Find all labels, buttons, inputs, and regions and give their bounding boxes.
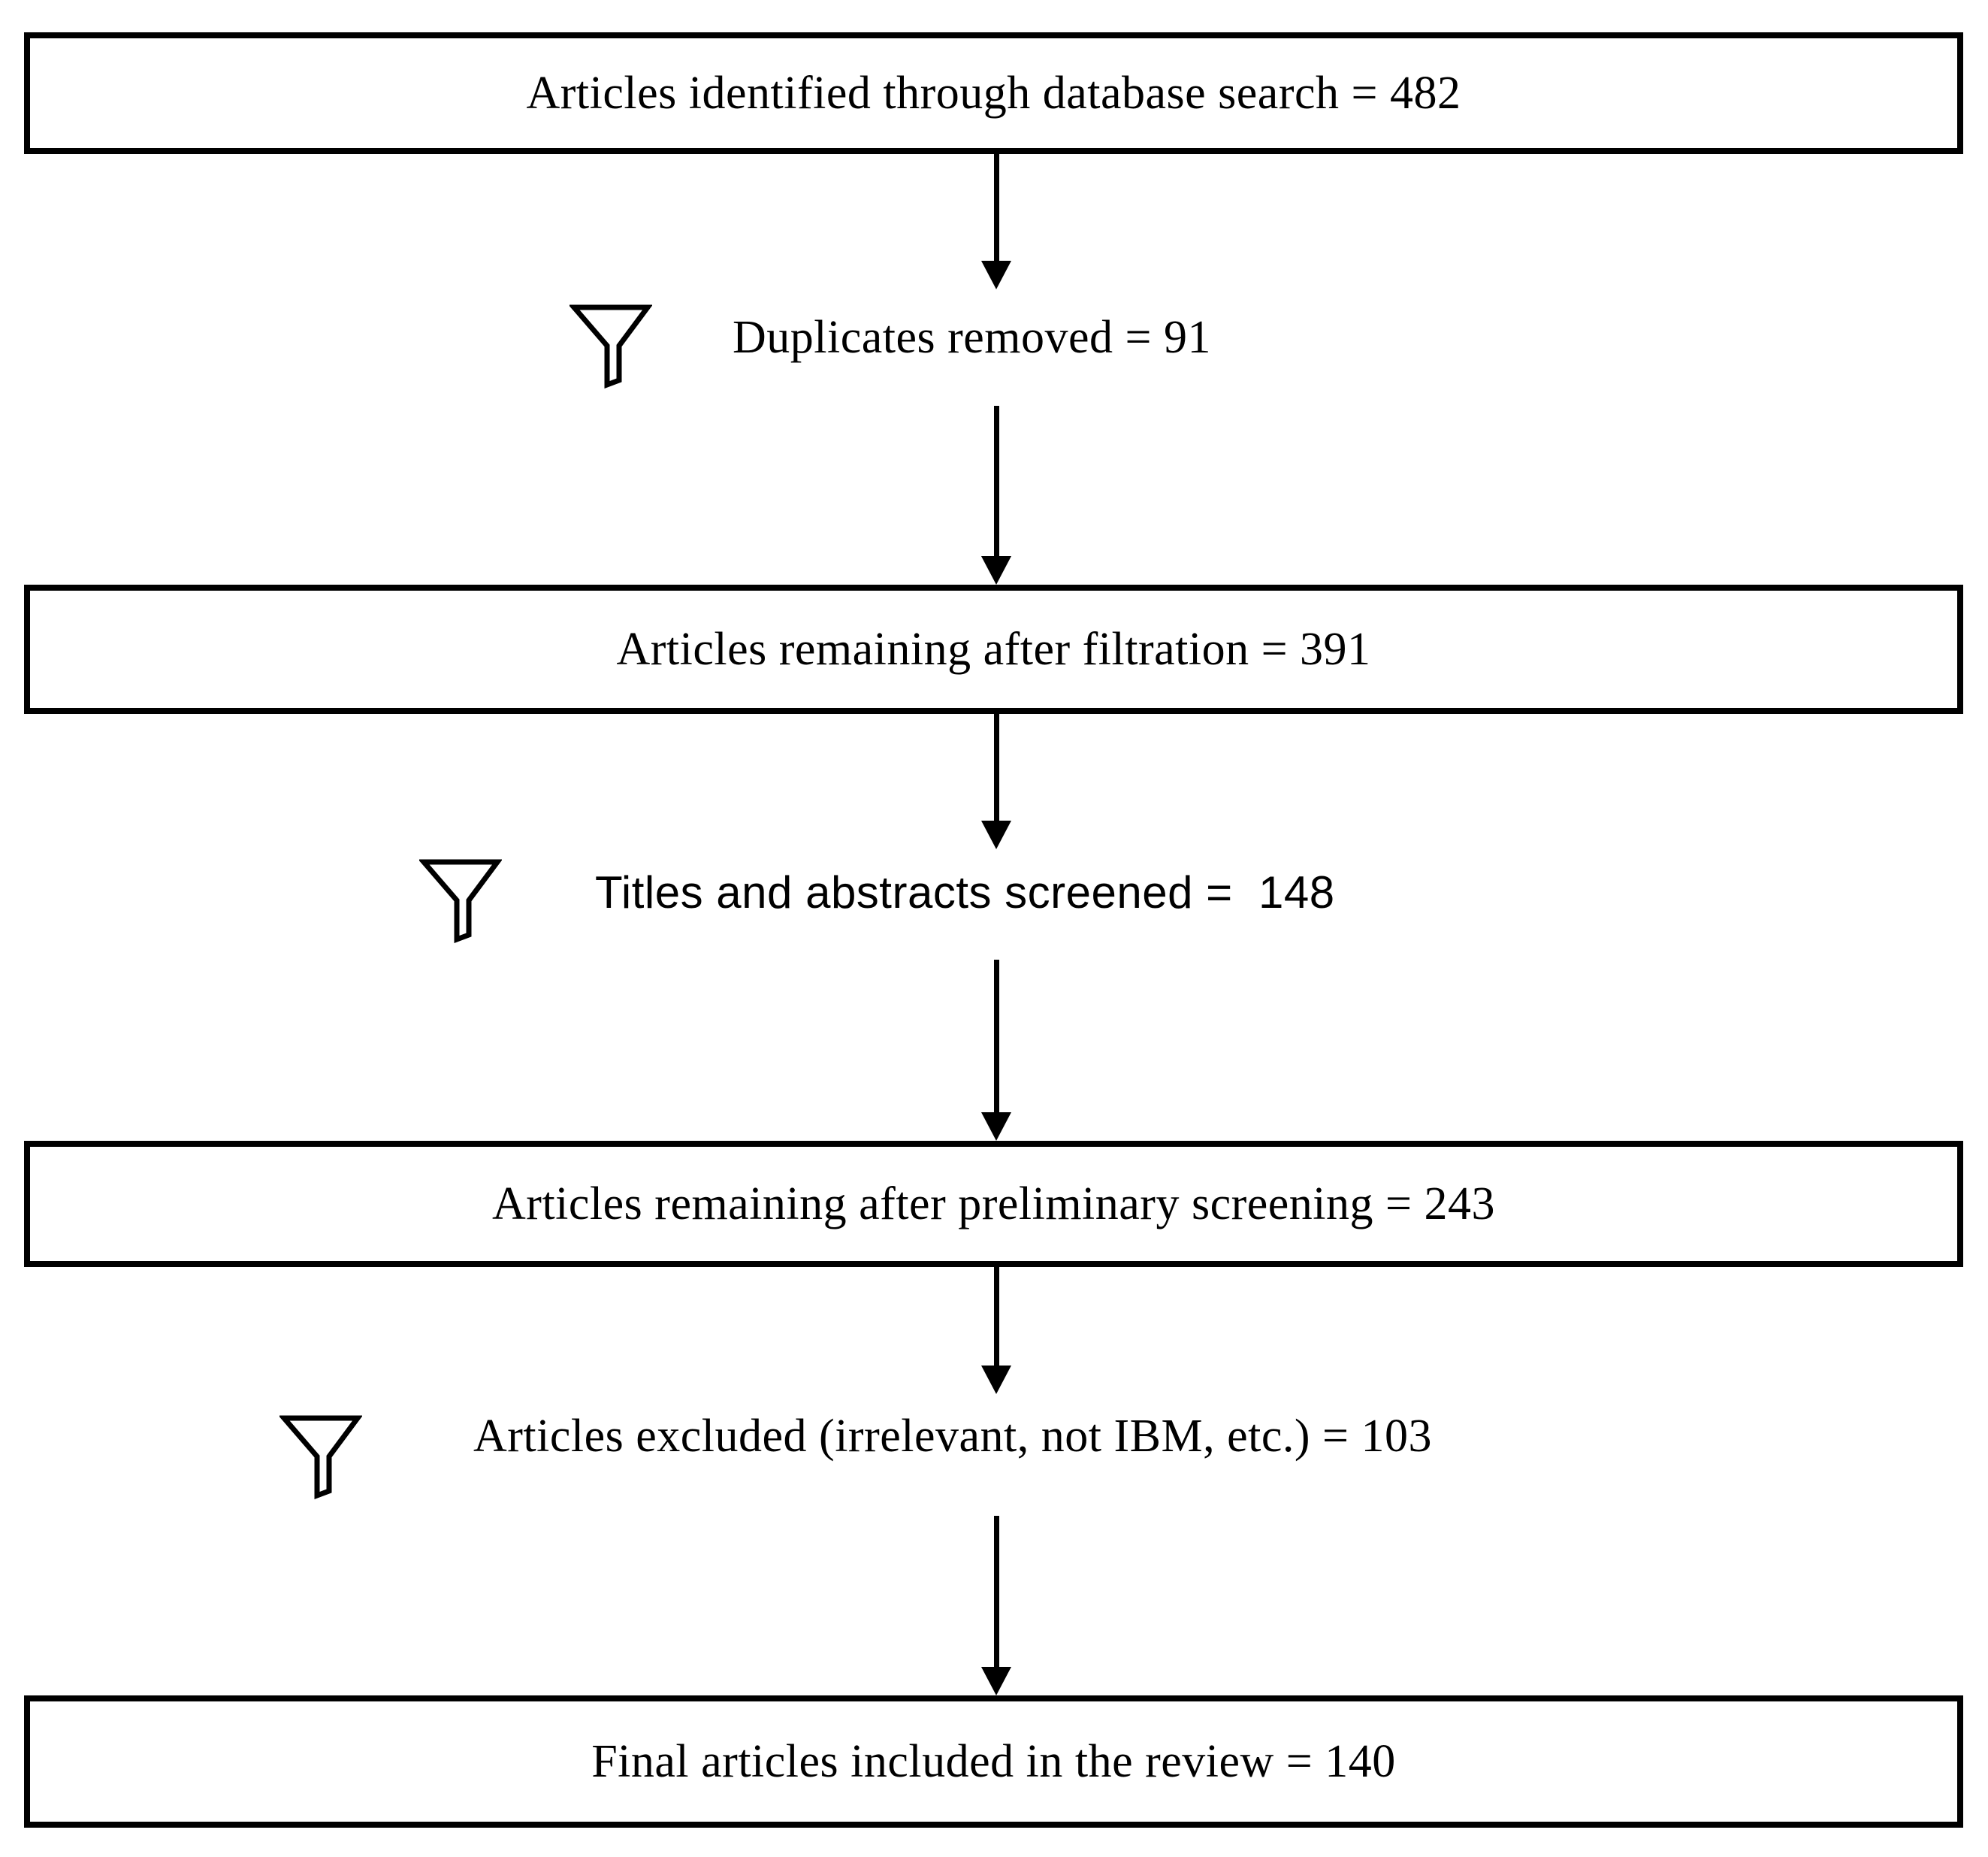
arrow-head-icon (981, 1667, 1011, 1695)
funnel-icon (279, 1415, 362, 1500)
filter-step-label: Titles and abstracts screened = 148 (595, 867, 1335, 918)
flow-box-identified: Articles identified through database sea… (24, 32, 1963, 154)
arrow-head-icon (981, 1112, 1011, 1141)
flow-box-identified-label: Articles identified through database sea… (526, 68, 1461, 119)
flow-box-after-preliminary-screening: Articles remaining after preliminary scr… (24, 1141, 1963, 1267)
flow-arrow-4 (981, 960, 1011, 1141)
funnel-icon (570, 304, 652, 389)
arrow-shaft (993, 1267, 999, 1368)
arrow-shaft (993, 154, 999, 263)
arrow-shaft (993, 1516, 999, 1669)
filter-step-label: Duplicates removed = 91 (733, 312, 1212, 363)
arrow-shaft (993, 406, 999, 558)
flow-box-after-filtration-label: Articles remaining after filtration = 39… (616, 624, 1371, 675)
arrow-head-icon (981, 261, 1011, 289)
filter-step-label: Articles excluded (irrelevant, not IBM, … (473, 1411, 1432, 1462)
flow-arrow-2 (981, 406, 1011, 585)
flow-arrow-1 (981, 154, 1011, 289)
flow-arrow-3 (981, 714, 1011, 849)
arrow-head-icon (981, 1366, 1011, 1394)
flow-box-after-filtration: Articles remaining after filtration = 39… (24, 585, 1963, 714)
arrow-shaft (993, 960, 999, 1115)
arrow-head-icon (981, 821, 1011, 849)
flow-box-after-preliminary-screening-label: Articles remaining after preliminary scr… (492, 1178, 1495, 1229)
flow-box-final-included: Final articles included in the review = … (24, 1695, 1963, 1828)
arrow-head-icon (981, 556, 1011, 585)
funnel-icon (419, 859, 502, 944)
flow-arrow-6 (981, 1516, 1011, 1695)
flow-box-final-included-label: Final articles included in the review = … (591, 1736, 1396, 1787)
arrow-shaft (993, 714, 999, 823)
flow-arrow-5 (981, 1267, 1011, 1394)
